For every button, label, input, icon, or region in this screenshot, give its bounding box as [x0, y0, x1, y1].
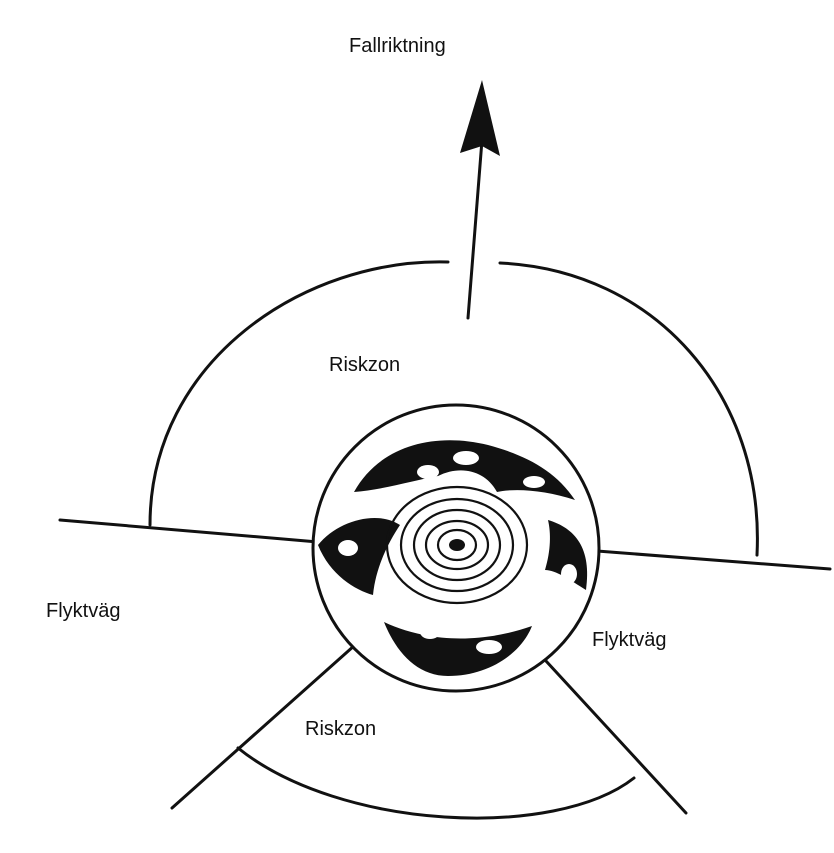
tree-stump-cross-section [313, 405, 599, 691]
escape-route-left-label: Flyktväg [46, 600, 120, 622]
fall-direction-arrow [460, 80, 500, 318]
escape-route-right-label: Flyktväg [592, 629, 666, 651]
risk-zone-top-label: Riskzon [329, 354, 400, 376]
risk-zone-bottom-label: Riskzon [305, 718, 376, 740]
fall-direction-label: Fallriktning [349, 35, 446, 57]
